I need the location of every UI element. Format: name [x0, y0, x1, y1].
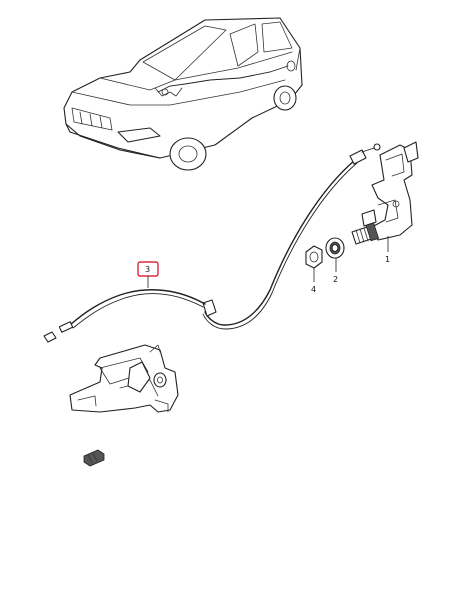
release-cable	[43, 143, 381, 343]
callout-3-label: 3	[145, 265, 150, 274]
nut-part	[305, 245, 323, 269]
callout-2: 2	[333, 258, 338, 284]
callout-1-label: 1	[385, 255, 390, 264]
callout-1: 1	[385, 236, 390, 264]
callout-4-label: 4	[311, 285, 316, 294]
cable-clip	[83, 449, 105, 467]
washer-part	[325, 237, 345, 259]
callout-3: 3	[137, 261, 159, 288]
callout-2-label: 2	[333, 275, 338, 284]
car-illustration	[63, 17, 303, 171]
hood-latch-assembly	[69, 344, 179, 413]
callout-4: 4	[311, 268, 316, 294]
release-handle-assembly	[351, 141, 419, 245]
